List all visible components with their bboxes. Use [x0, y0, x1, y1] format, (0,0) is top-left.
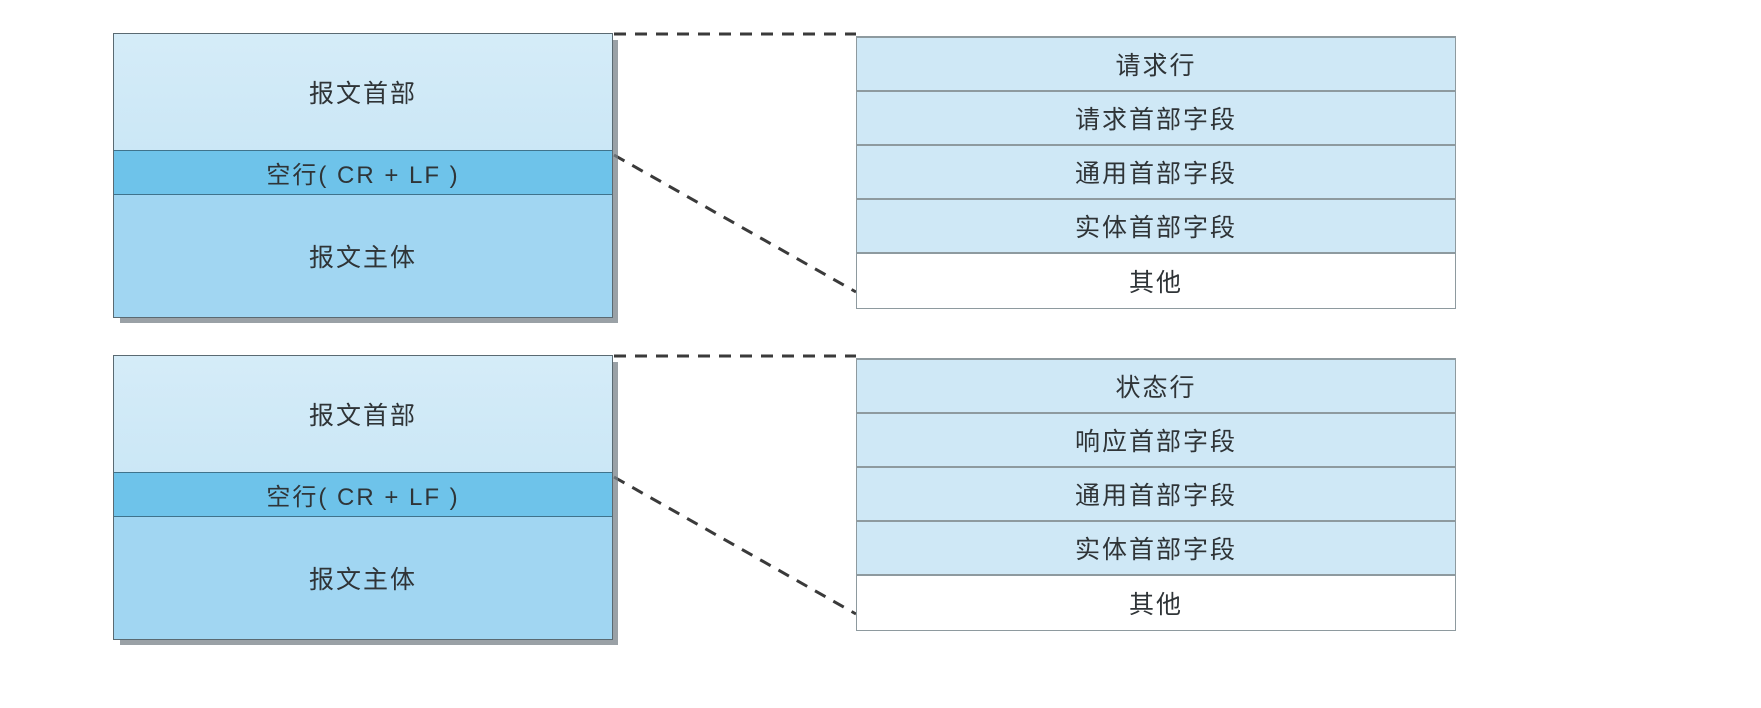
detail-table-request: 请求行 请求首部字段 通用首部字段 实体首部字段 其他 — [856, 36, 1456, 309]
table-row: 响应首部字段 — [857, 414, 1455, 468]
message-box-request: 报文首部 空行( CR + LF ) 报文主体 — [113, 33, 613, 318]
connector-diagonal-response — [613, 475, 857, 616]
detail-table-response: 状态行 响应首部字段 通用首部字段 实体首部字段 其他 — [856, 358, 1456, 631]
table-row: 通用首部字段 — [857, 468, 1455, 522]
message-segment-blank-line: 空行( CR + LF ) — [114, 151, 612, 195]
message-segment-blank-line: 空行( CR + LF ) — [114, 473, 612, 517]
message-segment-header: 报文首部 — [114, 356, 612, 473]
table-row: 其他 — [857, 254, 1455, 308]
table-row: 其他 — [857, 576, 1455, 630]
table-row: 状态行 — [857, 360, 1455, 414]
message-segment-body: 报文主体 — [114, 195, 612, 317]
table-row: 实体首部字段 — [857, 200, 1455, 254]
message-box-response: 报文首部 空行( CR + LF ) 报文主体 — [113, 355, 613, 640]
message-segment-body: 报文主体 — [114, 517, 612, 639]
table-row: 请求行 — [857, 38, 1455, 92]
message-segment-header: 报文首部 — [114, 34, 612, 151]
table-row: 实体首部字段 — [857, 522, 1455, 576]
table-row: 通用首部字段 — [857, 146, 1455, 200]
connector-diagonal-request — [613, 153, 857, 294]
table-row: 请求首部字段 — [857, 92, 1455, 146]
